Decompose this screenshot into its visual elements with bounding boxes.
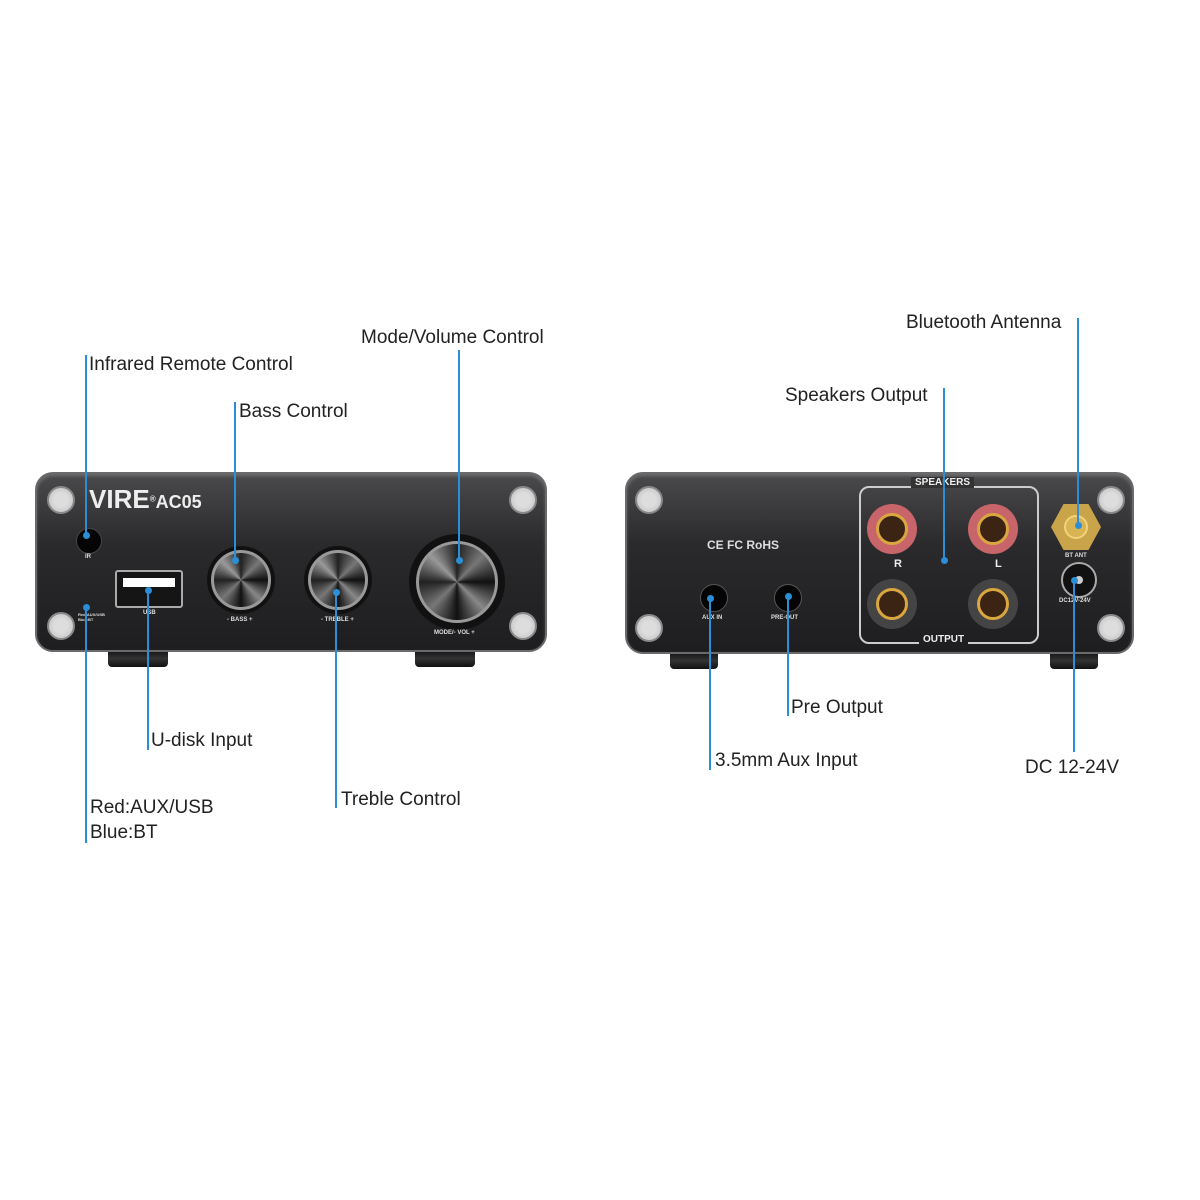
aux-in-jack[interactable]: [700, 584, 728, 612]
front-foot-left: [108, 650, 168, 667]
back-panel: CE FC RoHS AUX IN PRE-OUT SPEAKERS OUTPU…: [625, 472, 1134, 654]
callout-pre-output: Pre Output: [791, 697, 883, 718]
usb-label: USB: [143, 610, 156, 616]
screw-icon: [635, 614, 663, 642]
bass-label: - BASS +: [227, 617, 253, 623]
callout-aux-input: 3.5mm Aux Input: [715, 750, 858, 771]
left-negative-terminal[interactable]: [968, 579, 1018, 629]
right-positive-terminal[interactable]: [867, 504, 917, 554]
callout-infrared: Infrared Remote Control: [89, 354, 293, 375]
callout-line-treble: [335, 592, 337, 808]
aux-in-label: AUX IN: [702, 615, 723, 621]
callout-line-speakers: [943, 388, 945, 560]
screw-icon: [509, 612, 537, 640]
callout-led-red: Red:AUX/USB: [90, 797, 214, 818]
callout-dot: [1071, 577, 1078, 584]
callout-speakers-output: Speakers Output: [785, 385, 928, 406]
certification-marks: CE FC RoHS: [707, 538, 779, 552]
front-foot-right: [415, 650, 475, 667]
callout-dot: [941, 557, 948, 564]
back-foot-left: [670, 652, 718, 669]
treble-knob[interactable]: [304, 546, 372, 614]
callout-line-pre-output: [787, 596, 789, 716]
callout-dot: [83, 604, 90, 611]
bt-ant-label: BT ANT: [1065, 553, 1087, 559]
screw-icon: [509, 486, 537, 514]
callout-dot: [145, 587, 152, 594]
callout-led-blue: Blue:BT: [90, 822, 158, 843]
callout-dot: [707, 595, 714, 602]
left-channel-label: L: [995, 558, 1002, 570]
left-positive-terminal[interactable]: [968, 504, 1018, 554]
volume-knob[interactable]: [409, 534, 505, 630]
callout-treble: Treble Control: [341, 789, 461, 810]
callout-line-aux: [709, 598, 711, 770]
callout-bt-antenna: Bluetooth Antenna: [906, 312, 1062, 333]
callout-dot: [83, 532, 90, 539]
screw-icon: [1097, 486, 1125, 514]
pre-out-label: PRE-OUT: [771, 615, 798, 621]
output-label: OUTPUT: [919, 634, 969, 645]
volume-label: MODE/- VOL +: [434, 630, 475, 636]
front-panel: VIRE®AC05 IR Red:AUX/USB Blue:BT USB - B…: [35, 472, 547, 652]
screw-icon: [47, 486, 75, 514]
led-label: Red:AUX/USB Blue:BT: [78, 612, 105, 622]
callout-line-led: [85, 607, 87, 843]
callout-dot: [333, 589, 340, 596]
speakers-label: SPEAKERS: [911, 477, 975, 488]
callout-line-volume: [458, 350, 460, 560]
callout-udisk: U-disk Input: [151, 730, 253, 751]
callout-dot: [1075, 522, 1082, 529]
right-channel-label: R: [894, 558, 902, 570]
screw-icon: [1097, 614, 1125, 642]
ir-sensor: [76, 528, 102, 554]
callout-line-udisk: [147, 590, 149, 750]
callout-dc: DC 12-24V: [1025, 757, 1119, 778]
brand-logo: VIRE®AC05: [89, 484, 202, 514]
callout-mode-volume: Mode/Volume Control: [361, 327, 544, 348]
callout-dot: [232, 557, 239, 564]
callout-dot: [785, 593, 792, 600]
ir-label: IR: [85, 554, 91, 560]
callout-line-dc: [1073, 580, 1075, 752]
callout-dot: [456, 557, 463, 564]
screw-icon: [47, 612, 75, 640]
dc-power-jack[interactable]: [1061, 562, 1097, 598]
callout-line-bt-antenna: [1077, 318, 1079, 525]
bass-knob[interactable]: [207, 546, 275, 614]
treble-label: - TREBLE +: [321, 617, 354, 623]
callout-line-bass: [234, 402, 236, 560]
callout-bass: Bass Control: [239, 401, 348, 422]
screw-icon: [635, 486, 663, 514]
callout-line-infrared: [85, 355, 87, 535]
right-negative-terminal[interactable]: [867, 579, 917, 629]
